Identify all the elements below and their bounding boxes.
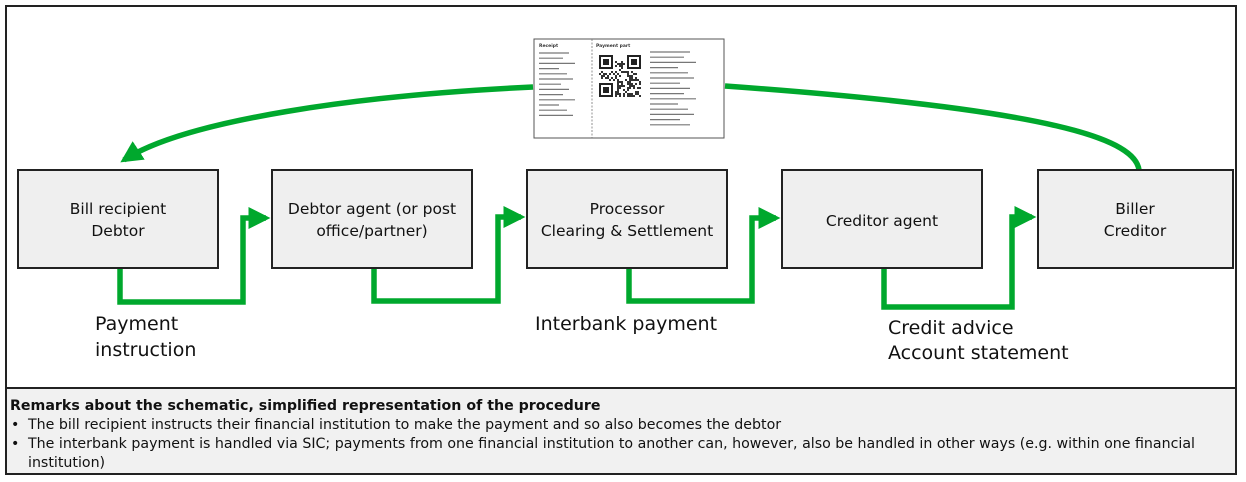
- remarks-title: Remarks about the schematic, simplified …: [10, 398, 601, 414]
- connector-recipient-to-debtor-agent: [117, 207, 271, 305]
- node-debtor-agent: Debtor agent (or post office/partner): [271, 169, 473, 269]
- node-bill-recipient: Bill recipient Debtor: [17, 169, 219, 269]
- node-biller-line-2: Creditor: [1104, 222, 1167, 240]
- node-biller: Biller Creditor: [1037, 169, 1234, 269]
- bill-delivery-arrow: [120, 84, 534, 163]
- slip-payment-part-title: Payment part: [596, 43, 631, 49]
- flow-label-payment-instruction-2: instruction: [95, 339, 196, 361]
- process-diagram: Receipt Payment part Bill recipient Debt…: [17, 38, 1234, 364]
- remarks-panel: Remarks about the schematic, simplified …: [7, 387, 1235, 473]
- remarks-item: The interbank payment is handled via SIC…: [9, 435, 1235, 473]
- bill-issue-arrow: [724, 83, 1142, 171]
- node-processor: Processor Clearing & Settlement: [526, 169, 728, 269]
- node-bill-recipient-line-2: Debtor: [91, 222, 145, 240]
- flow-label-credit-advice: Credit advice: [888, 317, 1014, 339]
- flow-label-payment-instruction-1: Payment: [95, 313, 178, 335]
- node-debtor-agent-line-1: Debtor agent (or post: [288, 200, 456, 218]
- node-processor-line-1: Processor: [590, 200, 665, 218]
- flow-label-interbank-payment: Interbank payment: [535, 313, 717, 335]
- qr-bill-payment-slip-icon: Receipt Payment part: [533, 38, 725, 139]
- node-biller-line-1: Biller: [1115, 200, 1155, 218]
- node-creditor-agent-line-1: Creditor agent: [826, 212, 938, 230]
- slip-receipt-title: Receipt: [539, 43, 559, 49]
- qr-code-icon: [599, 55, 641, 97]
- node-creditor-agent: Creditor agent: [781, 169, 983, 269]
- connector-creditor-agent-to-biller: [881, 206, 1037, 310]
- node-debtor-agent-line-2: office/partner): [316, 222, 427, 240]
- connector-processor-to-creditor-agent: [626, 207, 781, 304]
- remarks-list: The bill recipient instructs their finan…: [9, 416, 1235, 473]
- connector-debtor-agent-to-processor: [371, 206, 526, 304]
- node-bill-recipient-line-1: Bill recipient: [70, 200, 166, 218]
- flow-label-account-statement: Account statement: [888, 342, 1069, 364]
- node-processor-line-2: Clearing & Settlement: [541, 222, 713, 240]
- remarks-item: The bill recipient instructs their finan…: [9, 416, 1235, 435]
